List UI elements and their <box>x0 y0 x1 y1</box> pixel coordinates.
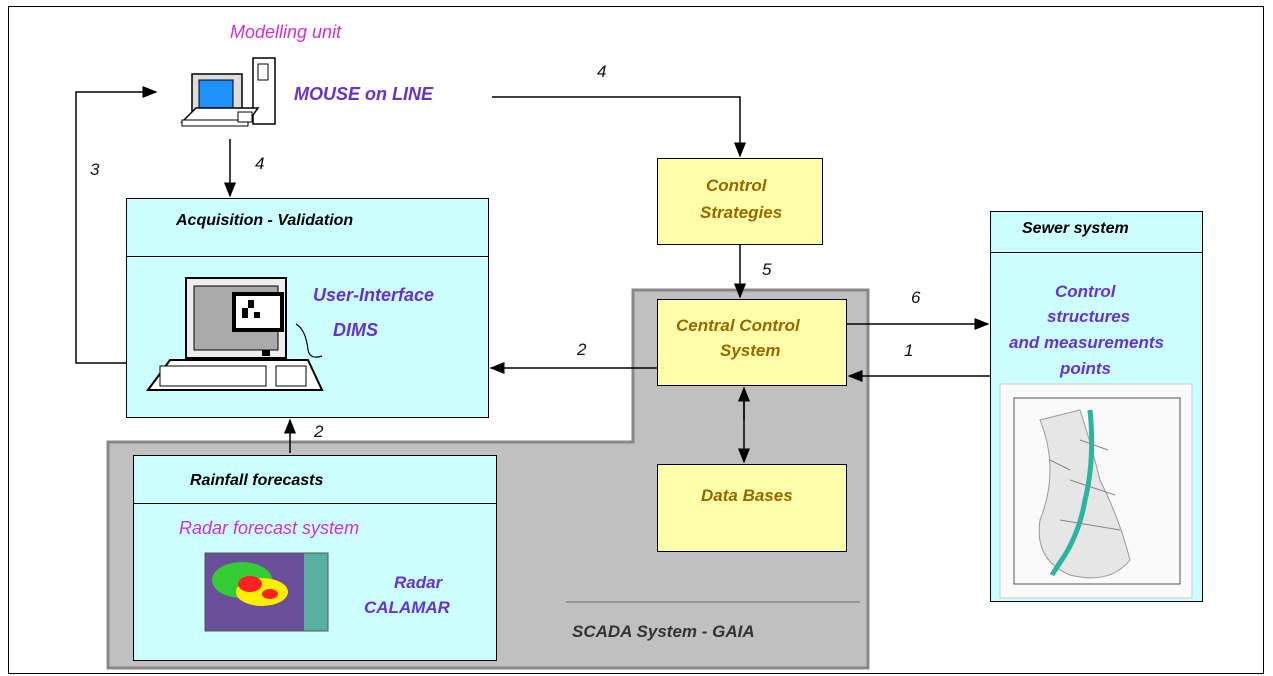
mouse-on-line-label: MOUSE on LINE <box>294 84 433 104</box>
scada-system-label: SCADA System - GAIA <box>572 622 755 641</box>
control-strategies-line2: Strategies <box>700 203 783 222</box>
control-strategies-line1: Control <box>706 176 767 195</box>
sewer-line-4: points <box>1060 359 1111 378</box>
user-interface-label: User-Interface <box>313 285 435 305</box>
arrow-label-3: 3 <box>90 160 100 179</box>
sewer-system-title: Sewer system <box>1022 220 1129 237</box>
rainfall-title: Rainfall forecasts <box>190 472 324 489</box>
arrow-label-6: 6 <box>911 288 921 307</box>
radar-forecast-system-label: Radar forecast system <box>179 518 360 538</box>
data-bases-box <box>657 464 847 552</box>
arrow-label-5: 5 <box>762 260 772 279</box>
arrow-label-4-left: 4 <box>255 154 265 173</box>
sewer-line-1: Control <box>1055 282 1116 301</box>
sewer-divider <box>990 252 1203 253</box>
radar-line-1: Radar <box>394 573 443 592</box>
diagram-frame <box>8 6 1264 674</box>
arrow-label-1: 1 <box>904 341 914 360</box>
dims-label: DIMS <box>333 320 378 340</box>
rainfall-divider <box>133 503 497 504</box>
data-bases-label: Data Bases <box>701 486 793 505</box>
arrow-label-4-top: 4 <box>597 62 607 81</box>
arrow-label-2-rainfall: 2 <box>314 422 324 441</box>
acquisition-title: Acquisition - Validation <box>176 212 354 229</box>
central-control-line1: Central Control <box>676 316 800 335</box>
modelling-unit-label: Modelling unit <box>230 22 342 42</box>
sewer-line-2: structures <box>1047 307 1131 326</box>
control-strategies-box <box>657 158 823 245</box>
sewer-line-3: and measurements <box>1009 333 1164 352</box>
central-control-line2: System <box>720 341 781 360</box>
central-control-box <box>657 299 847 386</box>
radar-line-2: CALAMAR <box>364 598 450 617</box>
acquisition-divider <box>126 256 489 257</box>
arrow-label-2-central: 2 <box>577 340 587 359</box>
